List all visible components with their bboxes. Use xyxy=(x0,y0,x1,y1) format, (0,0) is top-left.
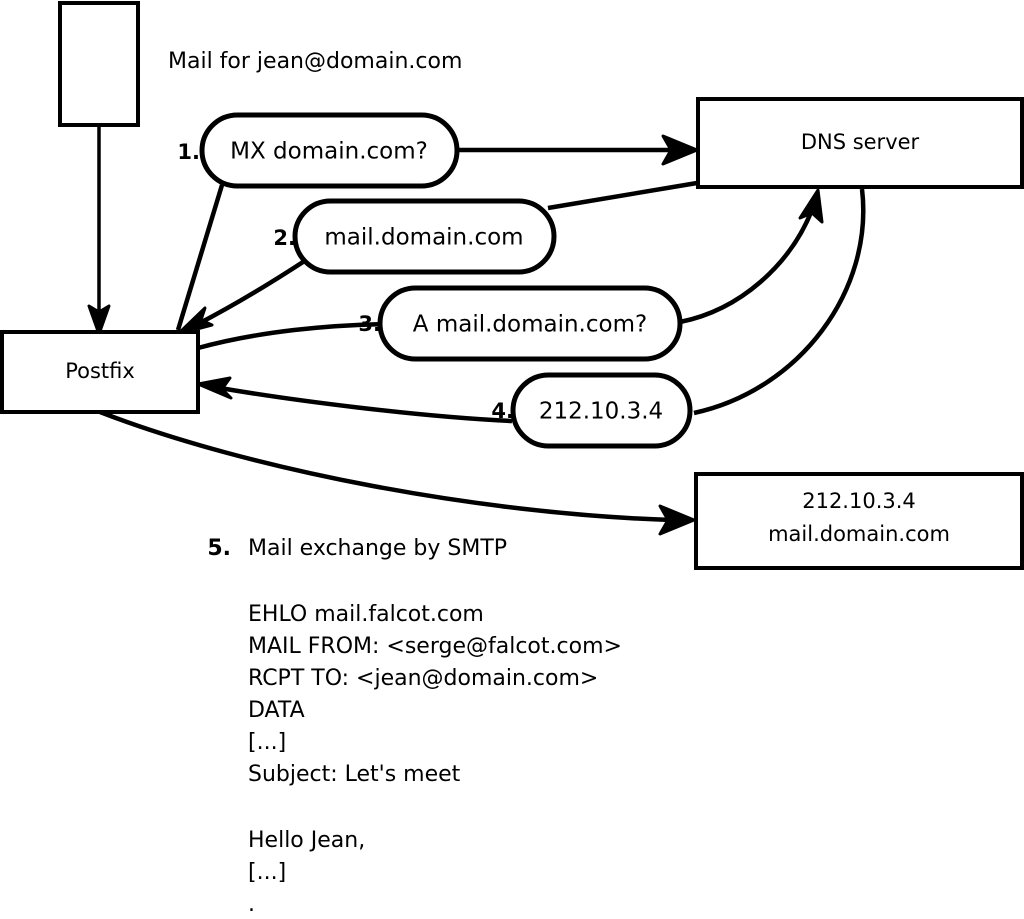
dns-server-node-label: DNS server xyxy=(801,130,920,154)
postfix-node-label: Postfix xyxy=(65,359,135,383)
edge-step4-from-dns xyxy=(693,188,866,416)
step-5-number: 5. xyxy=(207,536,231,561)
step-4-bubble-label: 212.10.3.4 xyxy=(539,399,663,425)
edge-step5-to-mail-server xyxy=(99,409,696,536)
edge-step2-from-dns xyxy=(547,180,698,211)
edge-step3-to-dns xyxy=(679,188,824,325)
mail-server-ip-label: 212.10.3.4 xyxy=(802,489,916,513)
step-3-number: 3. xyxy=(358,312,381,336)
mail-server-host-label: mail.domain.com xyxy=(768,522,950,546)
transcript-line: MAIL FROM: <serge@falcot.com> xyxy=(248,634,622,659)
transcript-line: . xyxy=(248,892,255,917)
edge-step1-to-dns xyxy=(456,134,699,166)
step-4-number: 4. xyxy=(491,399,514,423)
transcript-line: [...] xyxy=(248,860,286,885)
step-1-number: 1. xyxy=(177,140,200,164)
step-2-number: 2. xyxy=(273,226,296,250)
transcript-line: [...] xyxy=(248,730,286,755)
edge-step3-from-postfix xyxy=(197,321,387,351)
edge-step1-postfix-side xyxy=(175,184,225,331)
step-4-bubble: 212.10.3.4 xyxy=(510,372,693,449)
edge-step2-to-postfix xyxy=(176,260,305,336)
step-3-bubble-label: A mail.domain.com? xyxy=(413,312,647,338)
transcript-line: Hello Jean, xyxy=(248,828,365,853)
step-2-bubble-label: mail.domain.com xyxy=(324,225,523,251)
mail-server-node: 212.10.3.4 mail.domain.com xyxy=(694,472,1024,570)
transcript-line: Subject: Let's meet xyxy=(248,762,461,787)
transcript-line: DATA xyxy=(248,698,305,723)
edge-step4-to-postfix xyxy=(196,376,513,424)
edge-sender-to-postfix xyxy=(87,125,111,336)
transcript-line: RCPT TO: <jean@domain.com> xyxy=(248,666,598,691)
step-2-bubble: mail.domain.com xyxy=(292,198,557,275)
transcript-line: EHLO mail.falcot.com xyxy=(248,602,484,627)
step-5-label: Mail exchange by SMTP xyxy=(248,536,507,561)
step-1-bubble-label: MX domain.com? xyxy=(230,139,428,165)
mail-caption: Mail for jean@domain.com xyxy=(168,49,462,74)
step-3-bubble: A mail.domain.com? xyxy=(377,285,683,362)
postfix-node: Postfix xyxy=(0,330,200,414)
step-1-bubble: MX domain.com? xyxy=(199,112,460,189)
dns-server-node: DNS server xyxy=(696,97,1024,189)
sender-box xyxy=(58,1,140,127)
